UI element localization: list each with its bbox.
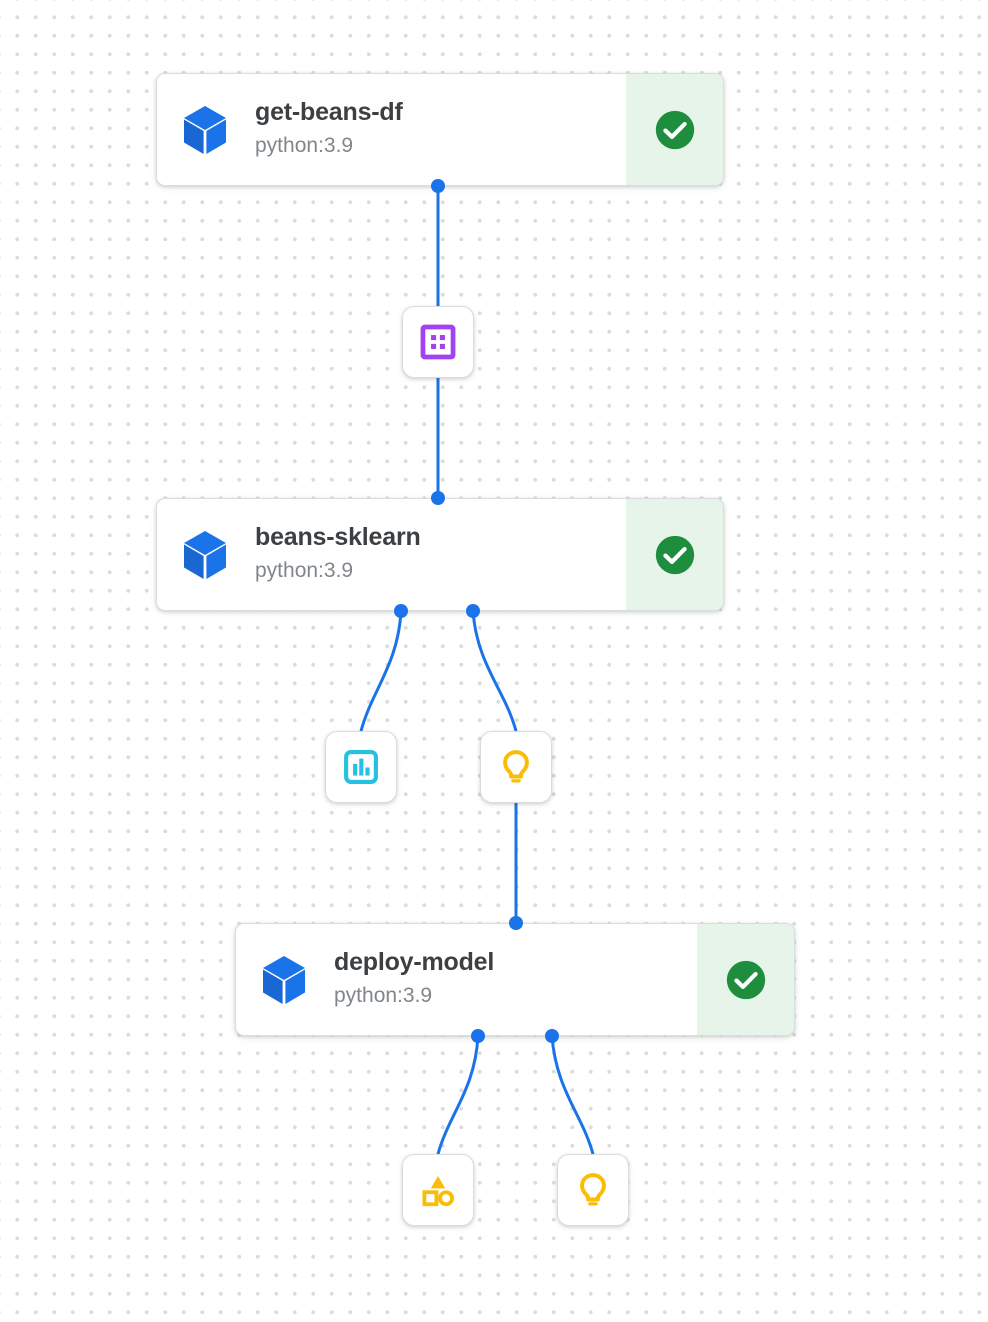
artifact-node-classification[interactable] bbox=[402, 1154, 474, 1226]
handle-get-beans-df-bottom[interactable] bbox=[431, 179, 445, 193]
edge-beans-sklearn-to-html bbox=[359, 610, 403, 732]
status-badge-succeeded bbox=[626, 499, 723, 610]
task-icon-container bbox=[236, 924, 332, 1035]
cube-icon bbox=[260, 954, 308, 1006]
task-subtitle: python:3.9 bbox=[334, 983, 433, 1007]
handle-beans-sklearn-bottom-left[interactable] bbox=[394, 604, 408, 618]
edge-deploy-model-to-classification bbox=[436, 1035, 480, 1155]
artifact-node-html[interactable] bbox=[325, 731, 397, 803]
handle-beans-sklearn-bottom-right[interactable] bbox=[466, 604, 480, 618]
artifact-node-metrics-2[interactable] bbox=[557, 1154, 629, 1226]
check-circle-icon bbox=[723, 957, 769, 1003]
dataset-icon bbox=[419, 323, 457, 361]
task-icon-container bbox=[157, 74, 253, 185]
handle-deploy-model-bottom-right[interactable] bbox=[545, 1029, 559, 1043]
task-title: deploy-model bbox=[334, 948, 495, 977]
task-node-get-beans-df[interactable]: get-beans-df python:3.9 bbox=[156, 73, 724, 186]
handle-deploy-model-top[interactable] bbox=[509, 916, 523, 930]
task-title: beans-sklearn bbox=[255, 523, 421, 552]
artifact-node-metrics[interactable] bbox=[480, 731, 552, 803]
lightbulb-icon bbox=[574, 1171, 612, 1209]
task-node-deploy-model[interactable]: deploy-model python:3.9 bbox=[235, 923, 795, 1036]
edge-beans-sklearn-to-metrics bbox=[471, 610, 518, 732]
task-icon-container bbox=[157, 499, 253, 610]
status-badge-succeeded bbox=[697, 924, 794, 1035]
cube-icon bbox=[181, 529, 229, 581]
task-text-container: deploy-model python:3.9 bbox=[332, 924, 697, 1035]
task-node-beans-sklearn[interactable]: beans-sklearn python:3.9 bbox=[156, 498, 724, 611]
lightbulb-icon bbox=[497, 748, 535, 786]
check-circle-icon bbox=[652, 532, 698, 578]
task-subtitle: python:3.9 bbox=[255, 558, 354, 582]
task-text-container: get-beans-df python:3.9 bbox=[253, 74, 626, 185]
task-subtitle: python:3.9 bbox=[255, 133, 354, 157]
edge-deploy-model-to-metrics2 bbox=[550, 1035, 595, 1155]
handle-beans-sklearn-top[interactable] bbox=[431, 491, 445, 505]
bar-chart-icon bbox=[342, 748, 380, 786]
status-badge-succeeded bbox=[626, 74, 723, 185]
handle-deploy-model-bottom-left[interactable] bbox=[471, 1029, 485, 1043]
classification-icon bbox=[419, 1171, 457, 1209]
cube-icon bbox=[181, 104, 229, 156]
artifact-node-dataset[interactable] bbox=[402, 306, 474, 378]
task-text-container: beans-sklearn python:3.9 bbox=[253, 499, 626, 610]
check-circle-icon bbox=[652, 107, 698, 153]
task-title: get-beans-df bbox=[255, 98, 403, 127]
